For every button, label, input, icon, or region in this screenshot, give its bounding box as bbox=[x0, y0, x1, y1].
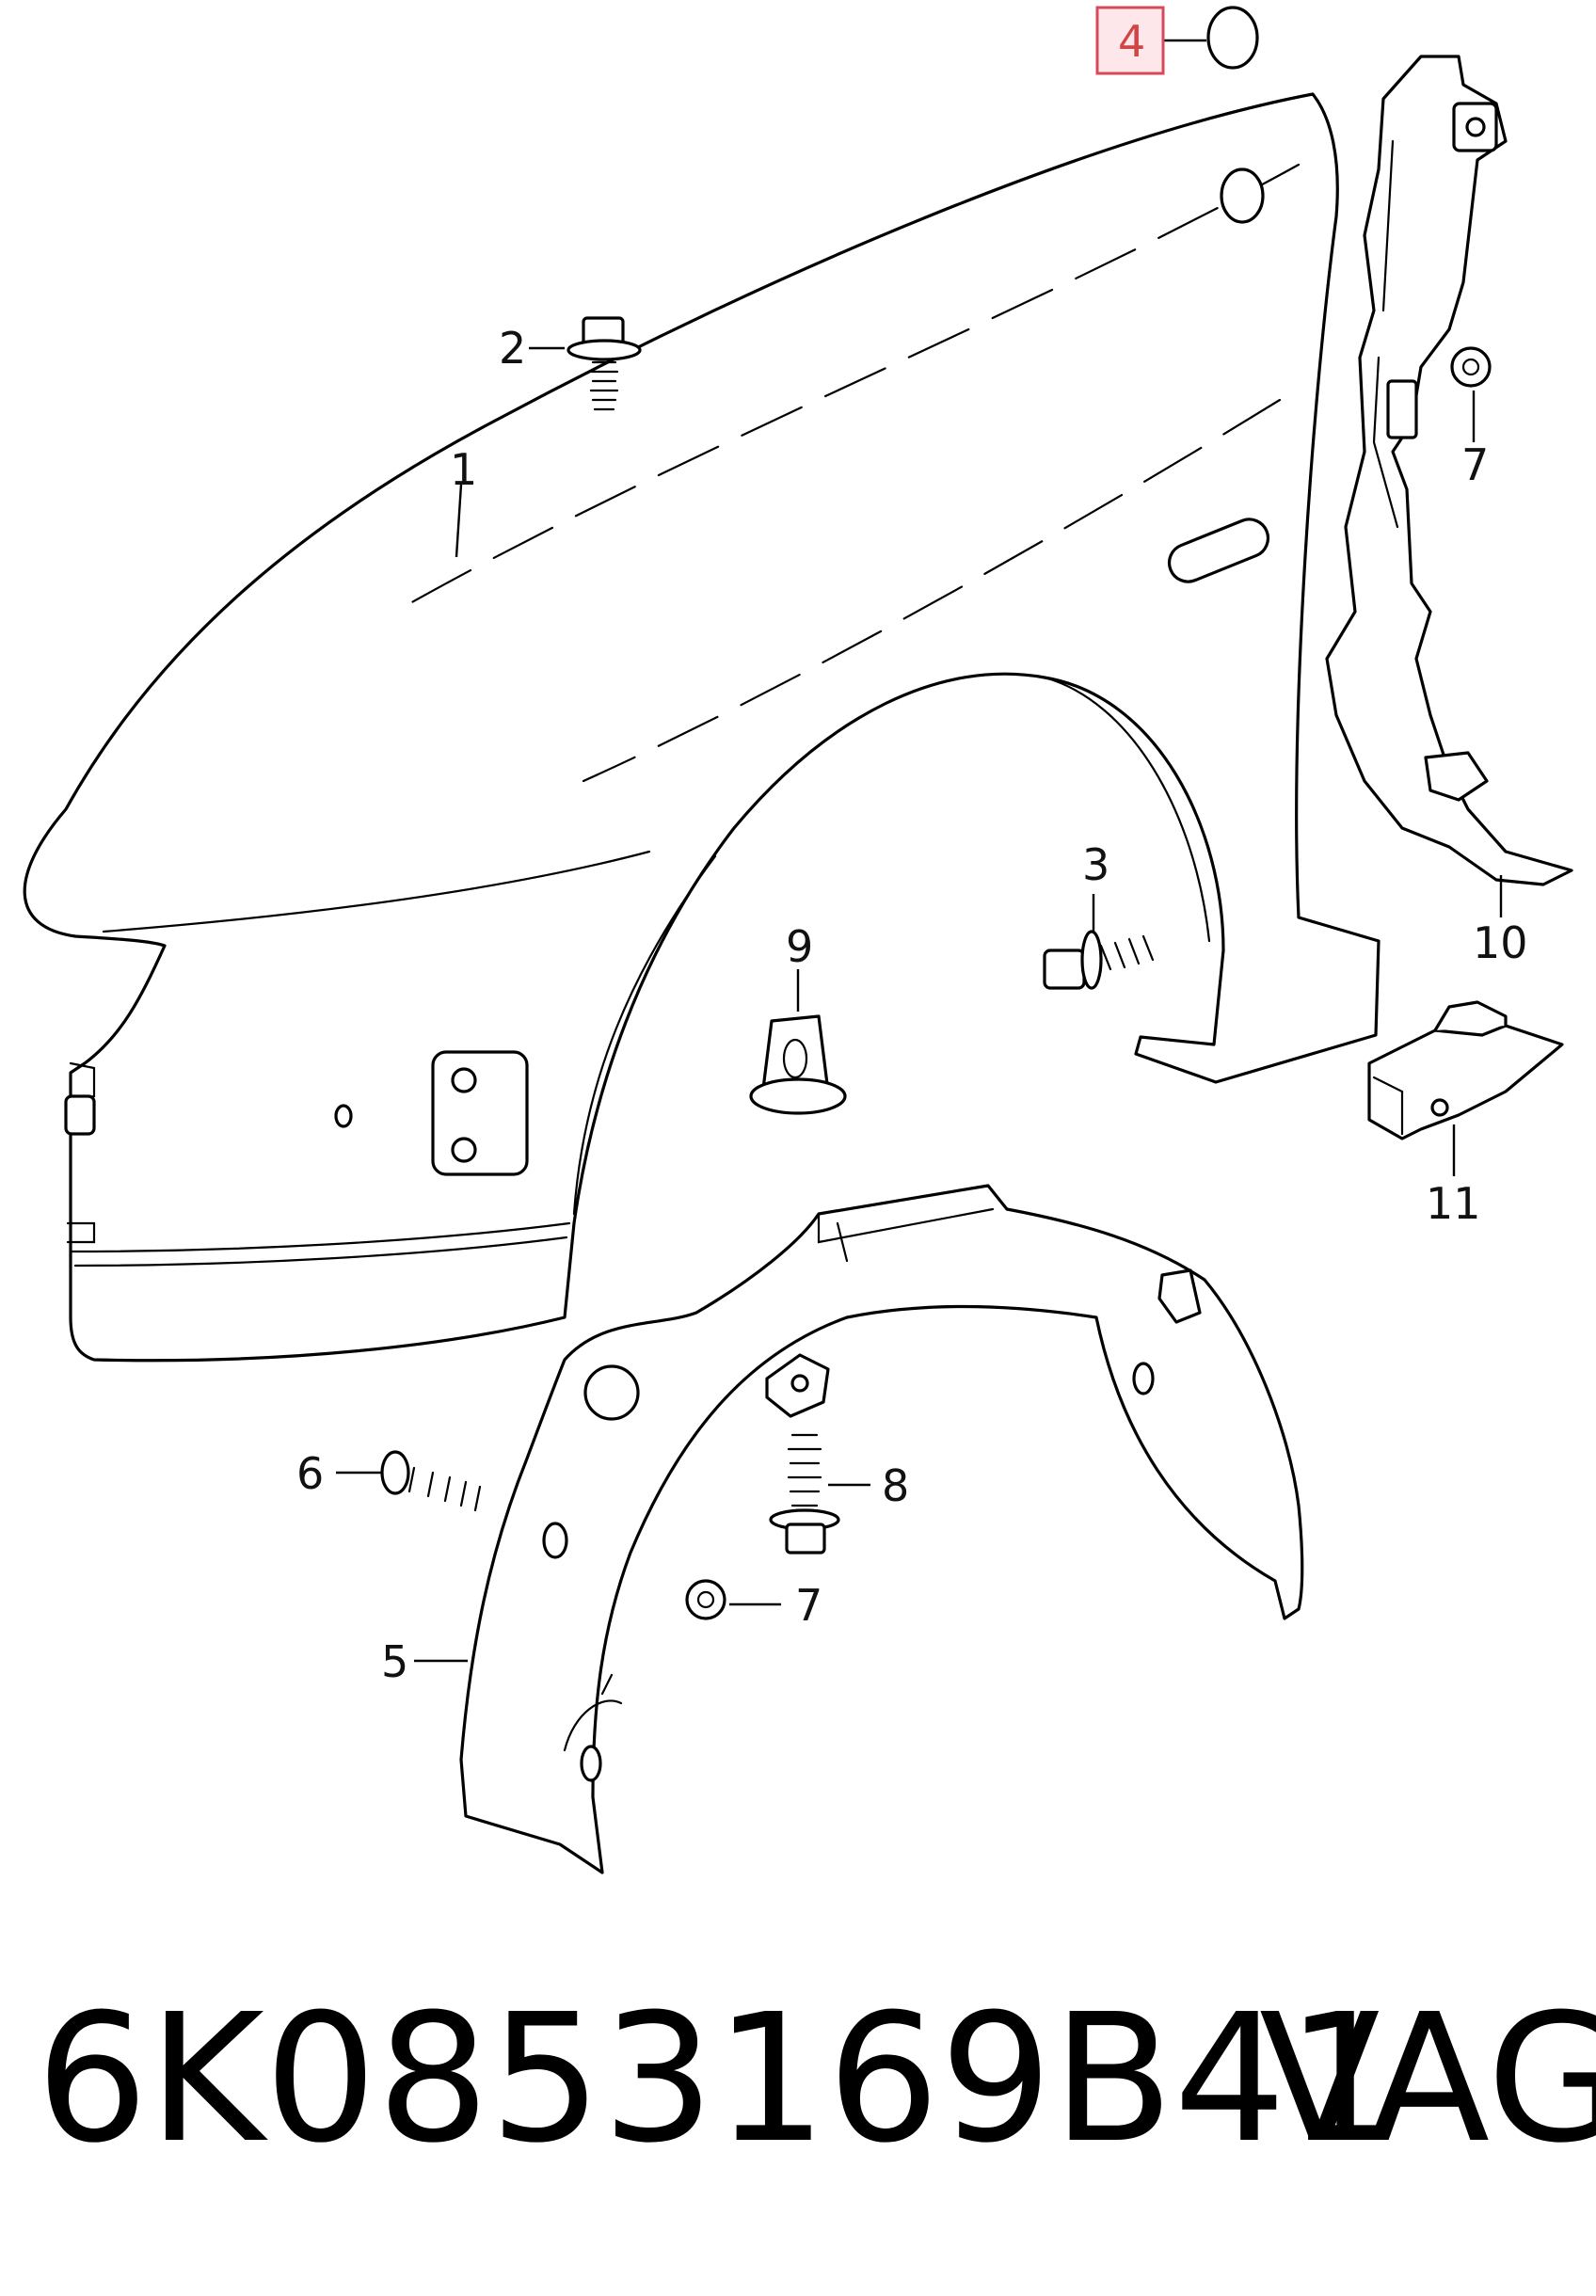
plug-4 bbox=[1206, 6, 1259, 70]
callout-7-lower: 7 bbox=[795, 1580, 822, 1631]
callout-5: 5 bbox=[381, 1636, 408, 1687]
callout-10: 10 bbox=[1473, 917, 1528, 968]
callout-3: 3 bbox=[1082, 839, 1109, 890]
callout-1: 1 bbox=[450, 444, 477, 495]
callout-4-highlight-box bbox=[1095, 6, 1165, 75]
callout-11: 11 bbox=[1426, 1178, 1481, 1229]
callout-4: 4 bbox=[1118, 16, 1145, 67]
leader-lines bbox=[336, 39, 1503, 1663]
callout-6: 6 bbox=[296, 1448, 324, 1499]
small-bracket bbox=[1367, 1000, 1564, 1140]
nut-7-lower bbox=[685, 1579, 726, 1620]
clip-nut-9 bbox=[749, 1014, 847, 1115]
callout-2: 2 bbox=[499, 323, 526, 374]
callout-7-upper: 7 bbox=[1461, 439, 1489, 490]
rear-bracket bbox=[1325, 55, 1573, 886]
bolt-3 bbox=[1043, 930, 1155, 990]
wheel-housing-liner bbox=[459, 1184, 1304, 1874]
callout-9: 9 bbox=[786, 921, 813, 972]
part-number: 6K0853169B41 bbox=[36, 1976, 1399, 2182]
screw-8 bbox=[769, 1433, 840, 1555]
screw-6 bbox=[380, 1450, 482, 1512]
fender-panel bbox=[23, 92, 1381, 1363]
brand-name: VAG bbox=[1259, 1976, 1596, 2182]
callout-8: 8 bbox=[882, 1460, 909, 1511]
nut-7-upper bbox=[1450, 346, 1492, 388]
bolt-2 bbox=[567, 316, 642, 411]
